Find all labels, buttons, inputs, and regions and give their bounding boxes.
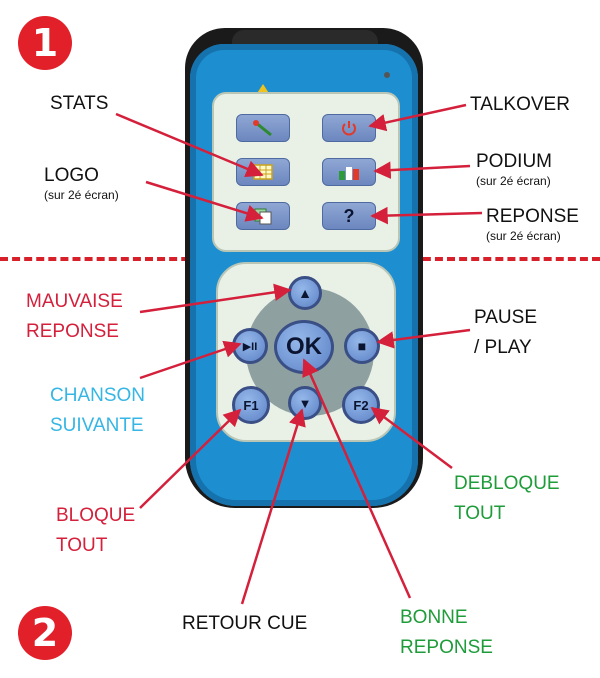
step-1-badge: 1 (18, 16, 72, 70)
label-podium: PODIUM (sur 2é écran) (476, 150, 552, 188)
step-2-badge: 2 (18, 606, 72, 660)
stats-button[interactable] (236, 114, 290, 142)
power-icon (342, 121, 356, 136)
label-chanson-line1: CHANSON (50, 385, 146, 406)
podium-icon (339, 167, 359, 180)
stop-icon: ■ (357, 338, 367, 354)
label-bonne-line2: REPONSE (400, 637, 493, 658)
label-podium-main: PODIUM (476, 151, 552, 172)
label-chanson-suivante: CHANSON SUIVANTE (50, 384, 145, 438)
label-retour-cue: RETOUR CUE (182, 613, 308, 634)
down-button[interactable]: ▼ (288, 386, 322, 420)
magic-wand-icon (253, 120, 272, 137)
label-pause-line1: PAUSE (474, 307, 538, 328)
label-logo-main: LOGO (44, 165, 99, 186)
label-chanson-line2: SUIVANTE (50, 415, 144, 436)
arrow-bonne (302, 358, 412, 599)
status-led (384, 72, 390, 78)
f1-button[interactable]: F1 (232, 386, 270, 424)
down-arrow-icon: ▼ (298, 395, 312, 411)
label-pause-line2: / PLAY (474, 337, 532, 358)
label-mauvaise-reponse: MAUVAISE REPONSE (26, 290, 123, 344)
up-button[interactable]: ▲ (288, 276, 322, 310)
label-bloque-tout: BLOQUE TOUT (56, 504, 135, 558)
label-podium-sub: (sur 2é écran) (476, 174, 551, 188)
label-bonne-line1: BONNE (400, 607, 468, 628)
label-bloque-line2: TOUT (56, 535, 108, 556)
label-pause-play: PAUSE / PLAY (474, 306, 537, 360)
question-mark-icon: ? (343, 205, 355, 226)
label-debloque-line1: DEBLOQUE (454, 473, 560, 494)
arrow-reponse (370, 206, 483, 225)
label-reponse: REPONSE (sur 2é écran) (486, 205, 579, 243)
f1-label: F1 (243, 397, 259, 413)
label-talkover: TALKOVER (470, 94, 570, 115)
label-bloque-line1: BLOQUE (56, 505, 136, 526)
arrow-debloque (370, 406, 453, 469)
up-arrow-icon: ▲ (298, 285, 312, 301)
f2-button[interactable]: F2 (342, 386, 380, 424)
arrow-mauvaise (139, 283, 292, 314)
label-debloque-tout: DEBLOQUE TOUT (454, 472, 560, 526)
arrow-chanson (139, 340, 242, 380)
label-mauvaise-line2: REPONSE (26, 321, 119, 342)
label-stats: STATS (50, 93, 109, 114)
f2-label: F2 (353, 397, 369, 413)
label-reponse-main: REPONSE (486, 206, 579, 227)
podium-button[interactable] (322, 158, 376, 186)
stop-button[interactable]: ■ (344, 328, 380, 364)
ok-label: OK (286, 333, 322, 360)
reponse-button[interactable]: ? (322, 202, 376, 230)
arrow-pause (376, 328, 471, 349)
label-logo-sub: (sur 2é écran) (44, 188, 119, 202)
label-bonne-reponse: BONNE REPONSE (400, 606, 493, 660)
arrow-stats (115, 112, 264, 178)
label-reponse-sub: (sur 2é écran) (486, 229, 561, 243)
play-pause-icon: ▶II (242, 340, 258, 353)
label-mauvaise-line1: MAUVAISE (26, 291, 123, 312)
arrow-talkover (368, 103, 467, 132)
arrow-podium (373, 161, 471, 179)
arrow-logo (145, 180, 264, 222)
talkover-button[interactable] (322, 114, 376, 142)
label-logo: LOGO (sur 2é écran) (44, 164, 119, 202)
arrow-bloque (139, 408, 242, 509)
label-debloque-line2: TOUT (454, 503, 506, 524)
arrow-retour (240, 408, 306, 605)
